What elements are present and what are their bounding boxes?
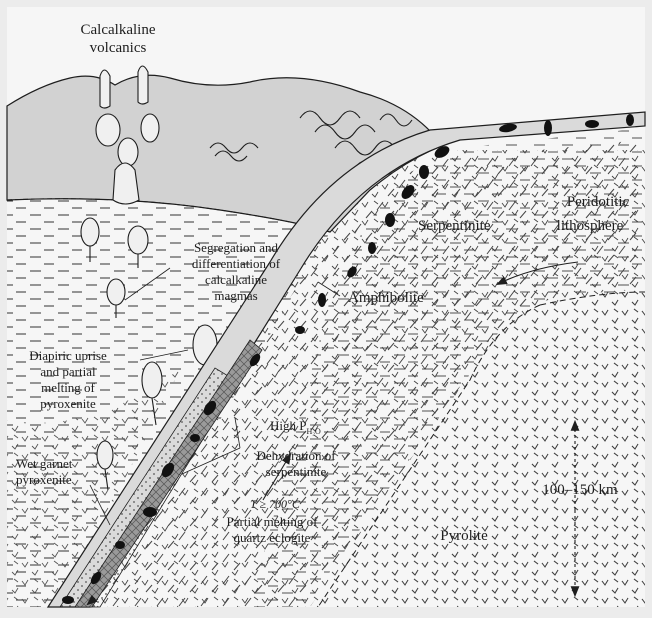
- label-segregation-3: calcalkaline: [205, 272, 267, 287]
- label-serpentinite: Serpentinite: [418, 218, 491, 234]
- label-peridotitic: Peridotitic: [567, 194, 630, 210]
- label-partial-melting-1: Partial melting of: [227, 514, 319, 529]
- label-wet-garnet-1: Wet garnet: [16, 456, 73, 471]
- label-high-p-subscript: H₂O: [306, 427, 321, 436]
- label-partial-melting-2: quartz eclogite: [234, 530, 311, 545]
- label-high-p-main: High P: [270, 418, 306, 433]
- label-lithosphere: lithosphere: [557, 218, 624, 234]
- label-wet-garnet-2: pyroxenite: [16, 472, 72, 487]
- label-diapiric-3: melting of: [41, 380, 95, 395]
- label-temperature: T ≥ 700°C: [250, 497, 301, 511]
- label-amphibolite: Amphibolite: [348, 290, 424, 306]
- label-segregation-2: differentiation of: [192, 256, 281, 271]
- label-diapiric-1: Diapiric uprise: [29, 348, 107, 363]
- label-dehydration-2: serpentinite: [266, 464, 327, 479]
- label-segregation-1: Segregation and: [194, 240, 279, 255]
- label-dehydration-1: Dehydration of: [256, 448, 336, 463]
- label-diapiric-2: and partial: [40, 364, 96, 379]
- label-diapiric-4: pyroxenite: [40, 396, 96, 411]
- label-segregation-4: magmas: [214, 288, 257, 303]
- label-depth-range: 100–150 km: [542, 482, 618, 498]
- label-pyrolite: Pyrolite: [440, 528, 488, 544]
- label-volcanics-2: volcanics: [90, 40, 147, 56]
- label-volcanics-1: Calcalkaline: [81, 22, 156, 38]
